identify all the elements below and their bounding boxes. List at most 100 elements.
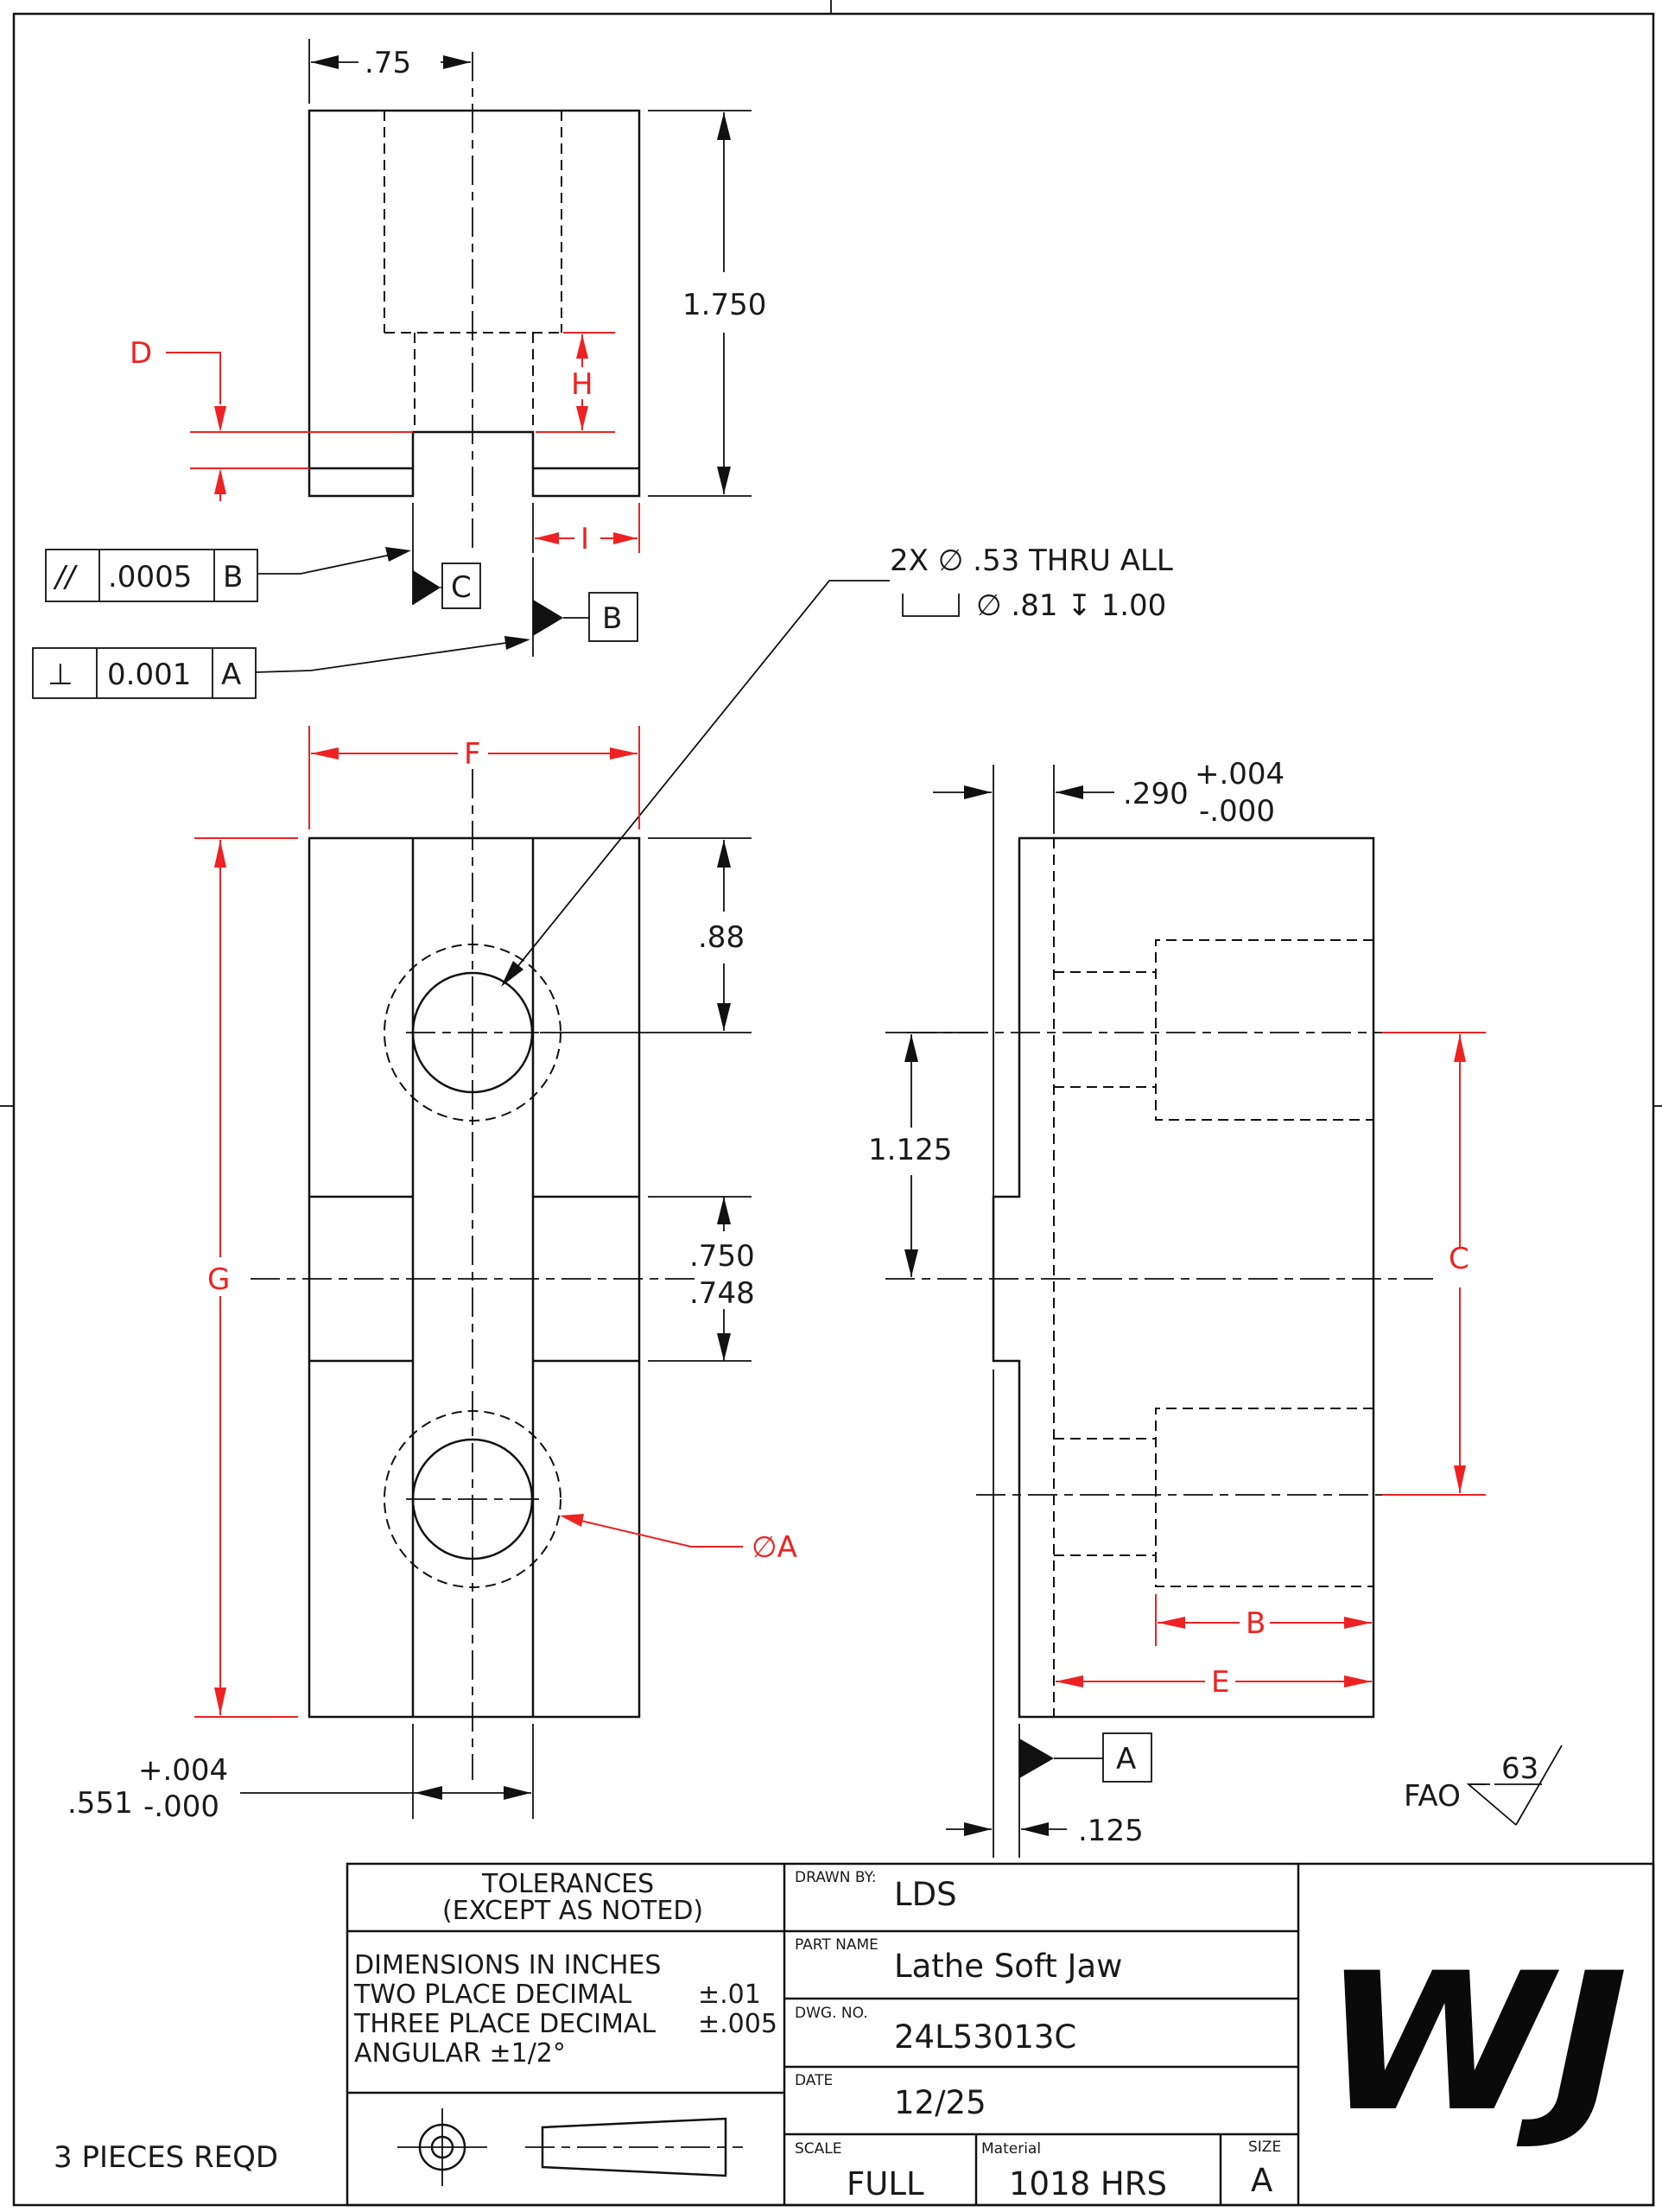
surface-finish-label: FAO <box>1404 1779 1461 1814</box>
title-block-frame <box>346 1862 1655 2207</box>
surface-finish-value: 63 <box>1501 1751 1538 1786</box>
tb-tol-line2-val: ±.01 <box>698 1980 761 2010</box>
datum-b-box <box>588 592 638 642</box>
label-d-arrow-top <box>214 406 226 432</box>
side-cbore-upper <box>1155 939 1373 1121</box>
company-logo: WJ <box>1322 1932 1628 2153</box>
label-c-arrow-top <box>1454 1034 1466 1062</box>
label-h-arrow-bottom <box>576 406 588 430</box>
dim-88-arrow-top <box>717 840 731 868</box>
datum-a-triangle <box>1019 1738 1054 1778</box>
tb-tolerances-title-1: TOLERANCES <box>481 1869 654 1899</box>
label-b: B <box>1246 1606 1266 1641</box>
datum-c-box <box>441 563 481 609</box>
label-f-arrow-left <box>311 747 339 760</box>
tb-drawn-by: LDS <box>894 1876 957 1913</box>
hole-label-arrow <box>560 1514 584 1527</box>
hole-label-leader <box>569 1517 743 1548</box>
dim-75-value: .75 <box>365 46 411 80</box>
dim-1125-arrow-bottom <box>904 1249 918 1277</box>
label-g: G <box>207 1262 230 1297</box>
label-i-arrow-left <box>535 532 559 544</box>
dim-750-upper: .750 <box>689 1239 755 1274</box>
tb-date-label: DATE <box>795 2072 833 2089</box>
dim-748-lower: .748 <box>689 1276 755 1311</box>
tb-dwg-no-label: DWG. NO. <box>795 2005 868 2022</box>
tb-tol-line3: THREE PLACE DECIMAL <box>353 2009 656 2039</box>
tb-date: 12/25 <box>894 2084 986 2121</box>
dim-290-arrow-right <box>1056 785 1083 799</box>
tb-tol-line1: DIMENSIONS IN INCHES <box>354 1950 661 1980</box>
fcf-perp-arrow <box>504 636 530 650</box>
fcf-parallel-leader <box>257 552 400 575</box>
label-c-arrow-bottom <box>1454 1465 1466 1493</box>
label-e: E <box>1211 1665 1229 1700</box>
label-i: I <box>580 522 589 556</box>
dim-551-arrow-left <box>415 1786 442 1800</box>
hole-callout-line1: 2X ∅ .53 THRU ALL <box>890 543 1173 578</box>
label-h-arrow-top <box>576 334 588 359</box>
title-block: TOLERANCES (EXCEPT AS NOTED) DIMENSIONS … <box>346 1862 1655 2207</box>
projection-symbol <box>397 2108 743 2186</box>
dim-1750-arrow-top <box>717 112 731 140</box>
datum-a-box <box>1102 1732 1152 1783</box>
dim-551-plus: +.004 <box>138 1753 228 1788</box>
label-d-arrow-bottom <box>214 468 226 494</box>
surface-finish-symbol: FAO 63 <box>1404 1745 1563 1826</box>
dim-1125-arrow-top <box>904 1034 918 1062</box>
label-i-arrow-right <box>613 532 638 544</box>
dim-551-value: .551 <box>67 1786 133 1821</box>
dim-551-arrow-right <box>504 1786 531 1800</box>
fcf-perp-tolerance: 0.001 <box>107 658 191 692</box>
tb-size: A <box>1251 2162 1272 2199</box>
dim-290-plus: +.004 <box>1195 757 1285 791</box>
tb-scale-label: SCALE <box>795 2140 842 2158</box>
label-g-arrow-top <box>214 840 226 868</box>
fcf-parallel-arrow <box>385 547 411 562</box>
hole-callout-arrow <box>501 961 523 987</box>
tb-size-label: SIZE <box>1248 2139 1281 2156</box>
front-view: F G .88 .750 .748 ∅A <box>67 726 797 1824</box>
dim-750-arrow-bottom <box>717 1333 731 1361</box>
hole-callout-leader <box>509 580 890 977</box>
hole-callout-line2: ∅ .81 ↧ 1.00 <box>976 588 1166 623</box>
fcf-parallel-tolerance: .0005 <box>108 560 192 594</box>
dim-125-value: .125 <box>1078 1814 1144 1848</box>
tb-tol-line3-val: ±.005 <box>698 2009 777 2039</box>
tb-drawn-by-label: DRAWN BY: <box>795 1869 876 1886</box>
side-view: .290 +.004 -.000 1.125 C B E <box>868 757 1486 1858</box>
tb-material-label: Material <box>981 2140 1041 2158</box>
dim-290-minus: -.000 <box>1199 794 1275 829</box>
fcf-perpendicular <box>32 647 257 699</box>
tb-scale: FULL <box>847 2165 924 2202</box>
label-e-arrow-left <box>1056 1675 1083 1688</box>
front-view-outline <box>308 836 641 1719</box>
fcf-parallel-symbol: // <box>53 560 78 594</box>
dim-290-arrow-left <box>964 785 992 799</box>
dim-88-value: .88 <box>698 920 745 955</box>
fcf-parallel-datum: B <box>223 560 243 594</box>
side-view-outline <box>992 836 1375 1719</box>
datum-b-triangle <box>533 600 563 636</box>
hole-callout: 2X ∅ .53 THRU ALL ∅ .81 ↧ 1.00 <box>501 543 1173 987</box>
datum-a-label: A <box>1116 1742 1136 1777</box>
pieces-note: 3 PIECES REQD <box>54 2140 278 2175</box>
tb-tolerances-title-2: (EXCEPT AS NOTED) <box>442 1896 703 1926</box>
dim-1750-value: 1.750 <box>682 288 766 322</box>
label-e-arrow-right <box>1344 1675 1372 1688</box>
tb-part-name: Lathe Soft Jaw <box>894 1948 1122 1985</box>
label-d-leader <box>166 352 221 404</box>
tb-dwg-no: 24L53013C <box>894 2018 1076 2056</box>
dim-75-arrow-left <box>311 55 339 69</box>
surface-finish-check <box>1466 1783 1517 1826</box>
side-cbore-lower <box>1155 1408 1373 1587</box>
dim-551-minus: -.000 <box>143 1789 219 1824</box>
dim-75-arrow-right <box>443 55 471 69</box>
label-b-arrow-right <box>1344 1617 1372 1629</box>
label-g-arrow-bottom <box>214 1688 226 1715</box>
label-h: H <box>571 367 593 402</box>
dim-1125-value: 1.125 <box>868 1133 952 1167</box>
dim-88-arrow-bottom <box>717 1003 731 1031</box>
label-f: F <box>464 737 481 772</box>
